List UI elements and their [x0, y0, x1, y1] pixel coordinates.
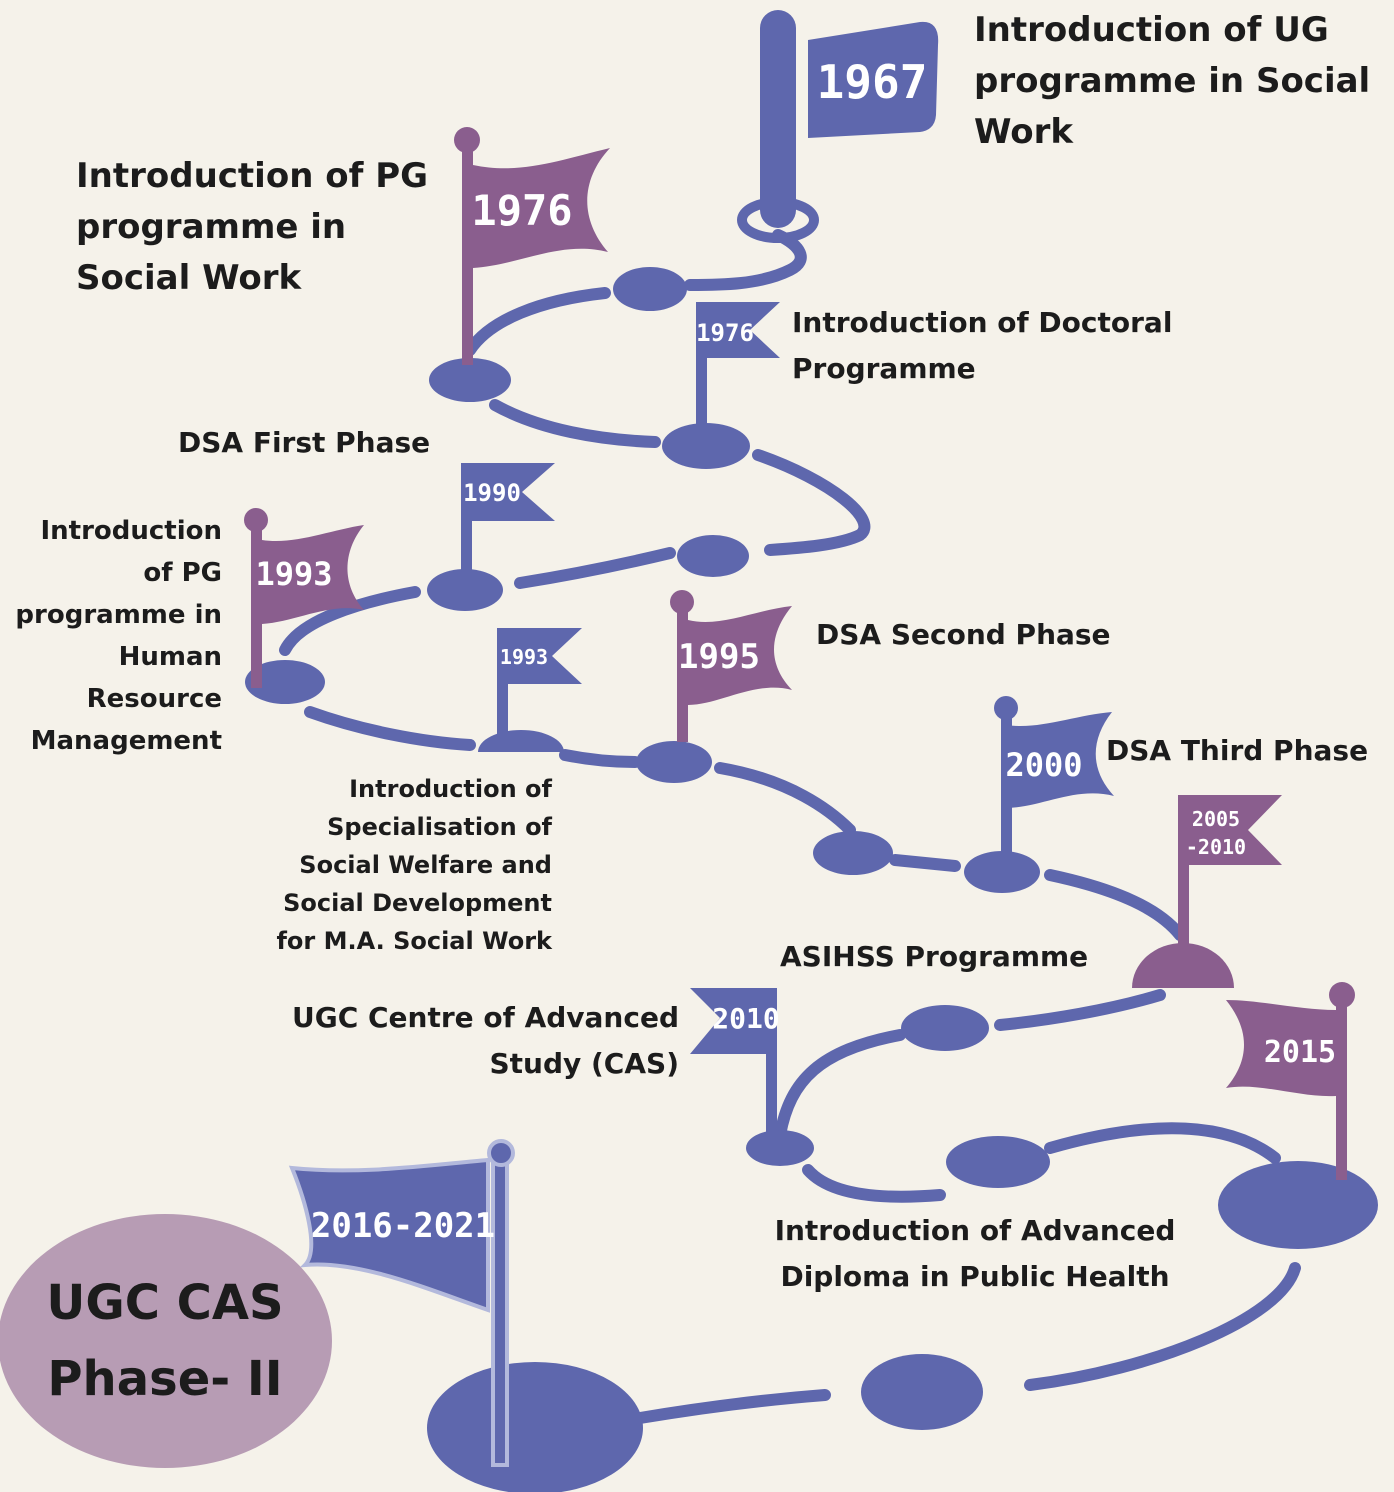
flag-2000-year: 2000	[1005, 746, 1082, 784]
flag-1976-doctoral: 1976	[696, 302, 780, 442]
stepping-stones	[245, 267, 1378, 1492]
flag-2016-2021: 2016-2021	[288, 1139, 515, 1467]
flag-2005-2010: 2005 -2010	[1178, 795, 1282, 955]
label-2005: ASIHSS Programme	[780, 940, 1089, 973]
flag-2000: 2000	[994, 696, 1114, 858]
flag-2010: 2010	[690, 988, 780, 1138]
flag-1993-hr-year: 1993	[255, 555, 332, 593]
flag-1990-year: 1990	[463, 479, 521, 507]
flag-2005-year-line2: -2010	[1186, 835, 1246, 859]
flag-1976-pg: 1976	[454, 127, 610, 365]
flag-2015: 2015	[1226, 982, 1355, 1180]
label-1967: Introduction of UG programme in Social W…	[974, 10, 1371, 152]
label-1976-doctoral: Introduction of Doctoral Programme	[792, 306, 1173, 385]
label-1995: DSA Second Phase	[816, 618, 1111, 651]
label-2010: UGC Centre of Advanced Study (CAS)	[291, 1001, 679, 1080]
cas-badge-line1: UGC CAS	[46, 1275, 284, 1331]
label-1976-pg: Introduction of PG programme in Social W…	[76, 156, 429, 298]
flag-1990: 1990	[461, 463, 555, 588]
flag-1976-pg-year: 1976	[471, 186, 572, 235]
flag-1993-spec: 1993	[497, 628, 582, 748]
flag-1976-doctoral-year: 1976	[696, 319, 754, 347]
flag-1993-spec-year: 1993	[500, 645, 548, 669]
timeline-path	[279, 229, 1301, 1424]
cas-badge: UGC CAS Phase- II	[0, 1216, 330, 1466]
flag-2016-year: 2016-2021	[311, 1206, 495, 1246]
label-1990: DSA First Phase	[178, 426, 431, 459]
cas-badge-circle	[0, 1214, 332, 1468]
flag-2005-year-line1: 2005	[1192, 807, 1240, 831]
flag-1967: 1967	[737, 10, 939, 243]
label-2015: Introduction of Advanced Diploma in Publ…	[774, 1214, 1176, 1293]
flag-1967-year: 1967	[817, 55, 928, 109]
flag-1995: 1995	[670, 590, 792, 742]
flag-2015-year: 2015	[1264, 1035, 1336, 1070]
label-2000: DSA Third Phase	[1106, 734, 1369, 767]
label-1993-spec: Introduction of Specialisation of Social…	[276, 775, 552, 955]
flag-2010-year: 2010	[712, 1002, 779, 1035]
flag-1993-hr: 1993	[244, 508, 364, 688]
cas-badge-line2: Phase- II	[47, 1351, 283, 1407]
label-1993-hr: Introduction of PG programme in Human Re…	[15, 516, 222, 756]
flag-1995-year: 1995	[678, 637, 760, 677]
